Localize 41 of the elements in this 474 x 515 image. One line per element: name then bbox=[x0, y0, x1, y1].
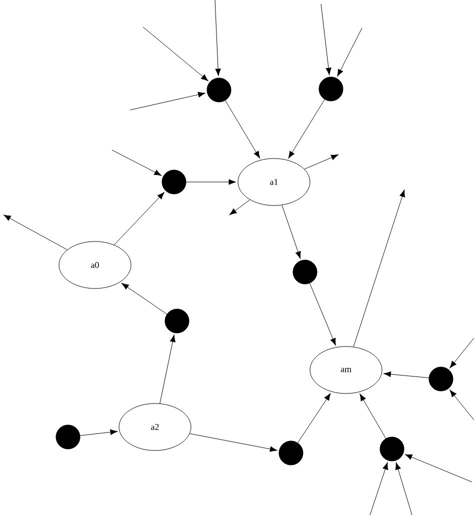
dot-node bbox=[318, 76, 344, 102]
arrow bbox=[298, 393, 331, 444]
arrow bbox=[320, 4, 332, 76]
arrow bbox=[395, 462, 412, 515]
arrow bbox=[282, 204, 301, 259]
arrow bbox=[130, 92, 206, 110]
arrow bbox=[450, 390, 474, 420]
arrow bbox=[404, 454, 472, 482]
arrow bbox=[353, 190, 405, 348]
arrow bbox=[4, 214, 68, 250]
arrow bbox=[360, 394, 386, 439]
arrow bbox=[122, 283, 168, 314]
arrow bbox=[225, 100, 260, 158]
arrow bbox=[370, 462, 388, 515]
arrow bbox=[112, 150, 162, 176]
arrow bbox=[337, 28, 362, 77]
dot-node bbox=[428, 366, 454, 392]
dot-node bbox=[162, 170, 186, 194]
ellipse-node: a0 bbox=[58, 241, 132, 289]
arrow bbox=[309, 283, 336, 346]
arrow bbox=[114, 192, 164, 246]
dot-node bbox=[56, 424, 80, 450]
arrow bbox=[142, 26, 208, 82]
dot-node bbox=[206, 78, 232, 102]
dot-node bbox=[380, 436, 404, 462]
arrow bbox=[186, 179, 236, 185]
arrow bbox=[214, 0, 221, 76]
ellipse-node: am bbox=[310, 346, 382, 394]
arrow bbox=[229, 200, 250, 216]
arrow bbox=[288, 99, 325, 158]
arrow bbox=[304, 154, 338, 170]
dot-node bbox=[278, 440, 304, 466]
ellipse-node: a1 bbox=[238, 158, 310, 206]
dot-node bbox=[164, 308, 190, 334]
ellipse-node: a2 bbox=[118, 403, 192, 451]
arrow bbox=[160, 334, 176, 404]
dot-node bbox=[292, 260, 318, 284]
arrow bbox=[190, 433, 278, 452]
arrow bbox=[384, 371, 430, 378]
arrow bbox=[80, 429, 118, 436]
arrow bbox=[450, 338, 474, 368]
